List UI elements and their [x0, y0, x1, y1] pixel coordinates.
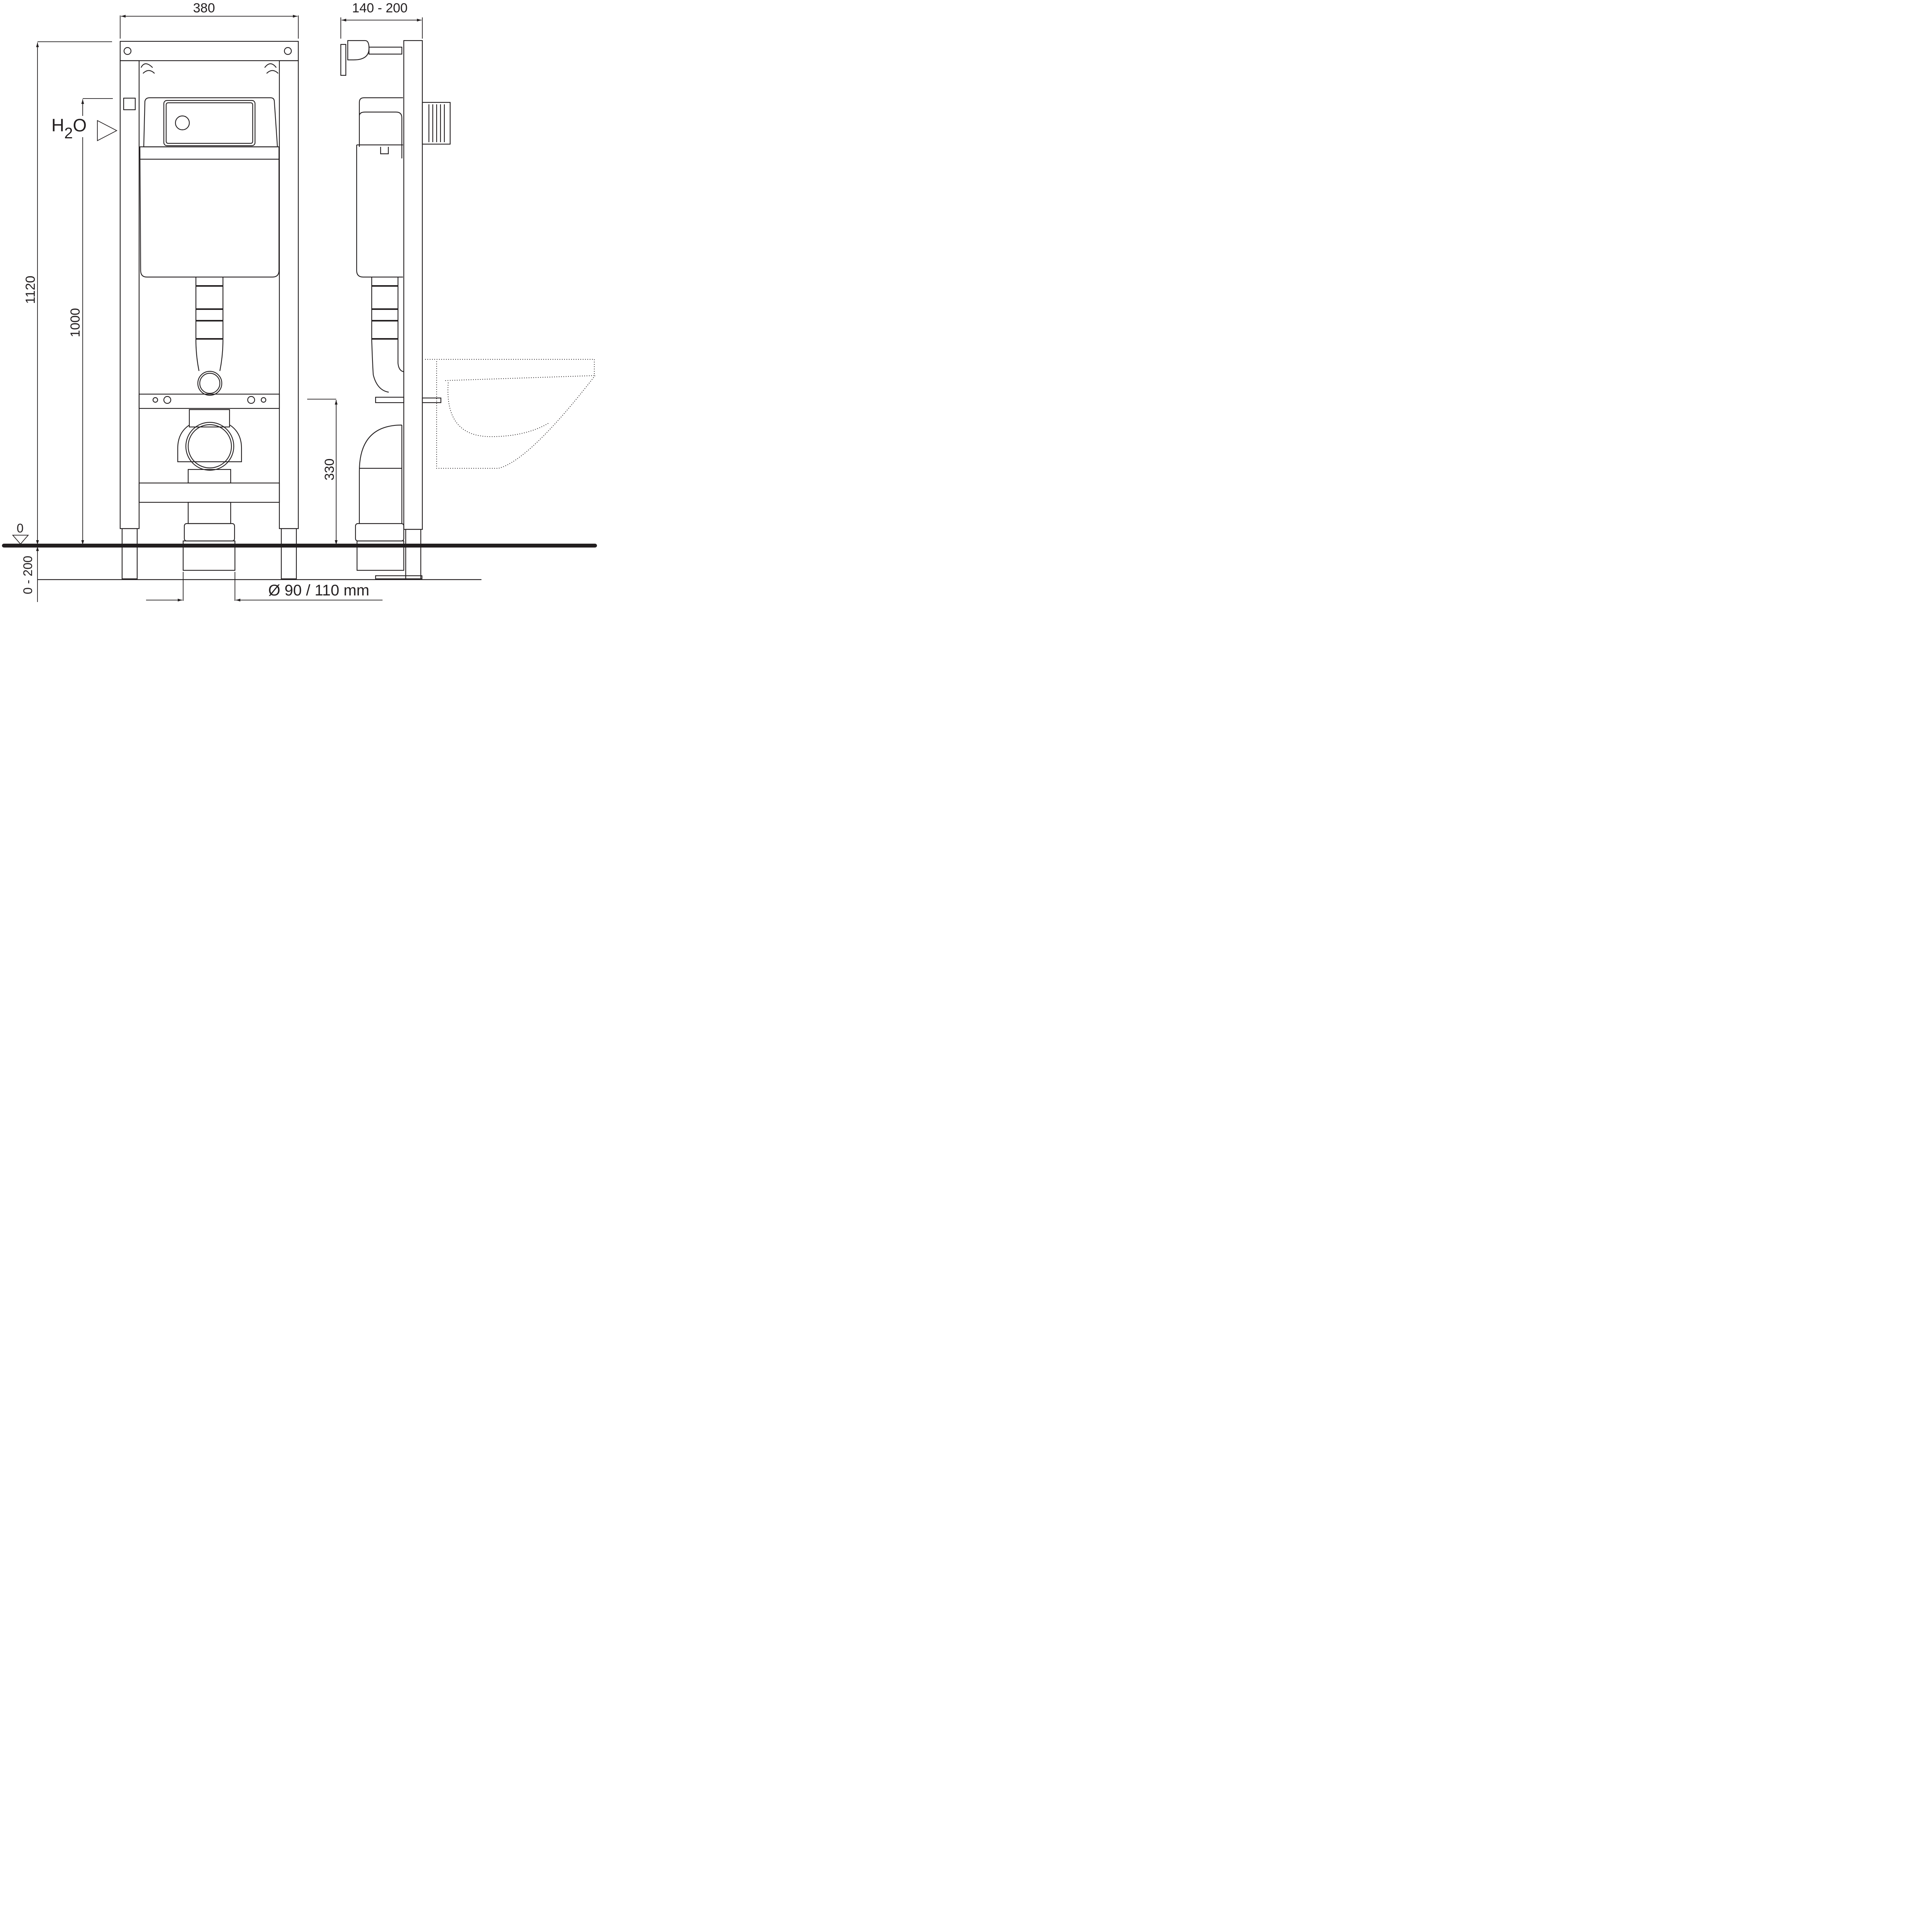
total-height-label: 1120	[23, 276, 38, 304]
floor-adjust-label: 0 - 200	[21, 556, 35, 594]
bolt-height-label: 330	[322, 459, 337, 481]
wc-bowl-outline	[425, 359, 595, 469]
depth-dimension-label: 140 - 200	[352, 1, 408, 15]
water-sub: 2	[64, 125, 73, 142]
technical-drawing: 380 140 - 200 1120 1000 H2O 330 0 0 - 20…	[2, 1, 597, 602]
floor-zero-label: 0	[17, 521, 24, 535]
installation-frame-drawing: 380 140 - 200 1120 1000 H2O 330 0 0 - 20…	[0, 0, 597, 604]
width-dimension-label: 380	[193, 1, 215, 15]
inlet-height-label: 1000	[68, 308, 83, 337]
dimension-lines	[12, 15, 423, 602]
front-view	[119, 41, 299, 580]
water-h: H	[51, 115, 64, 135]
water-label: H2O	[51, 115, 87, 142]
pipe-diameter-label: Ø 90 / 110 mm	[268, 582, 369, 599]
water-o: O	[73, 115, 87, 135]
side-view	[340, 40, 451, 580]
